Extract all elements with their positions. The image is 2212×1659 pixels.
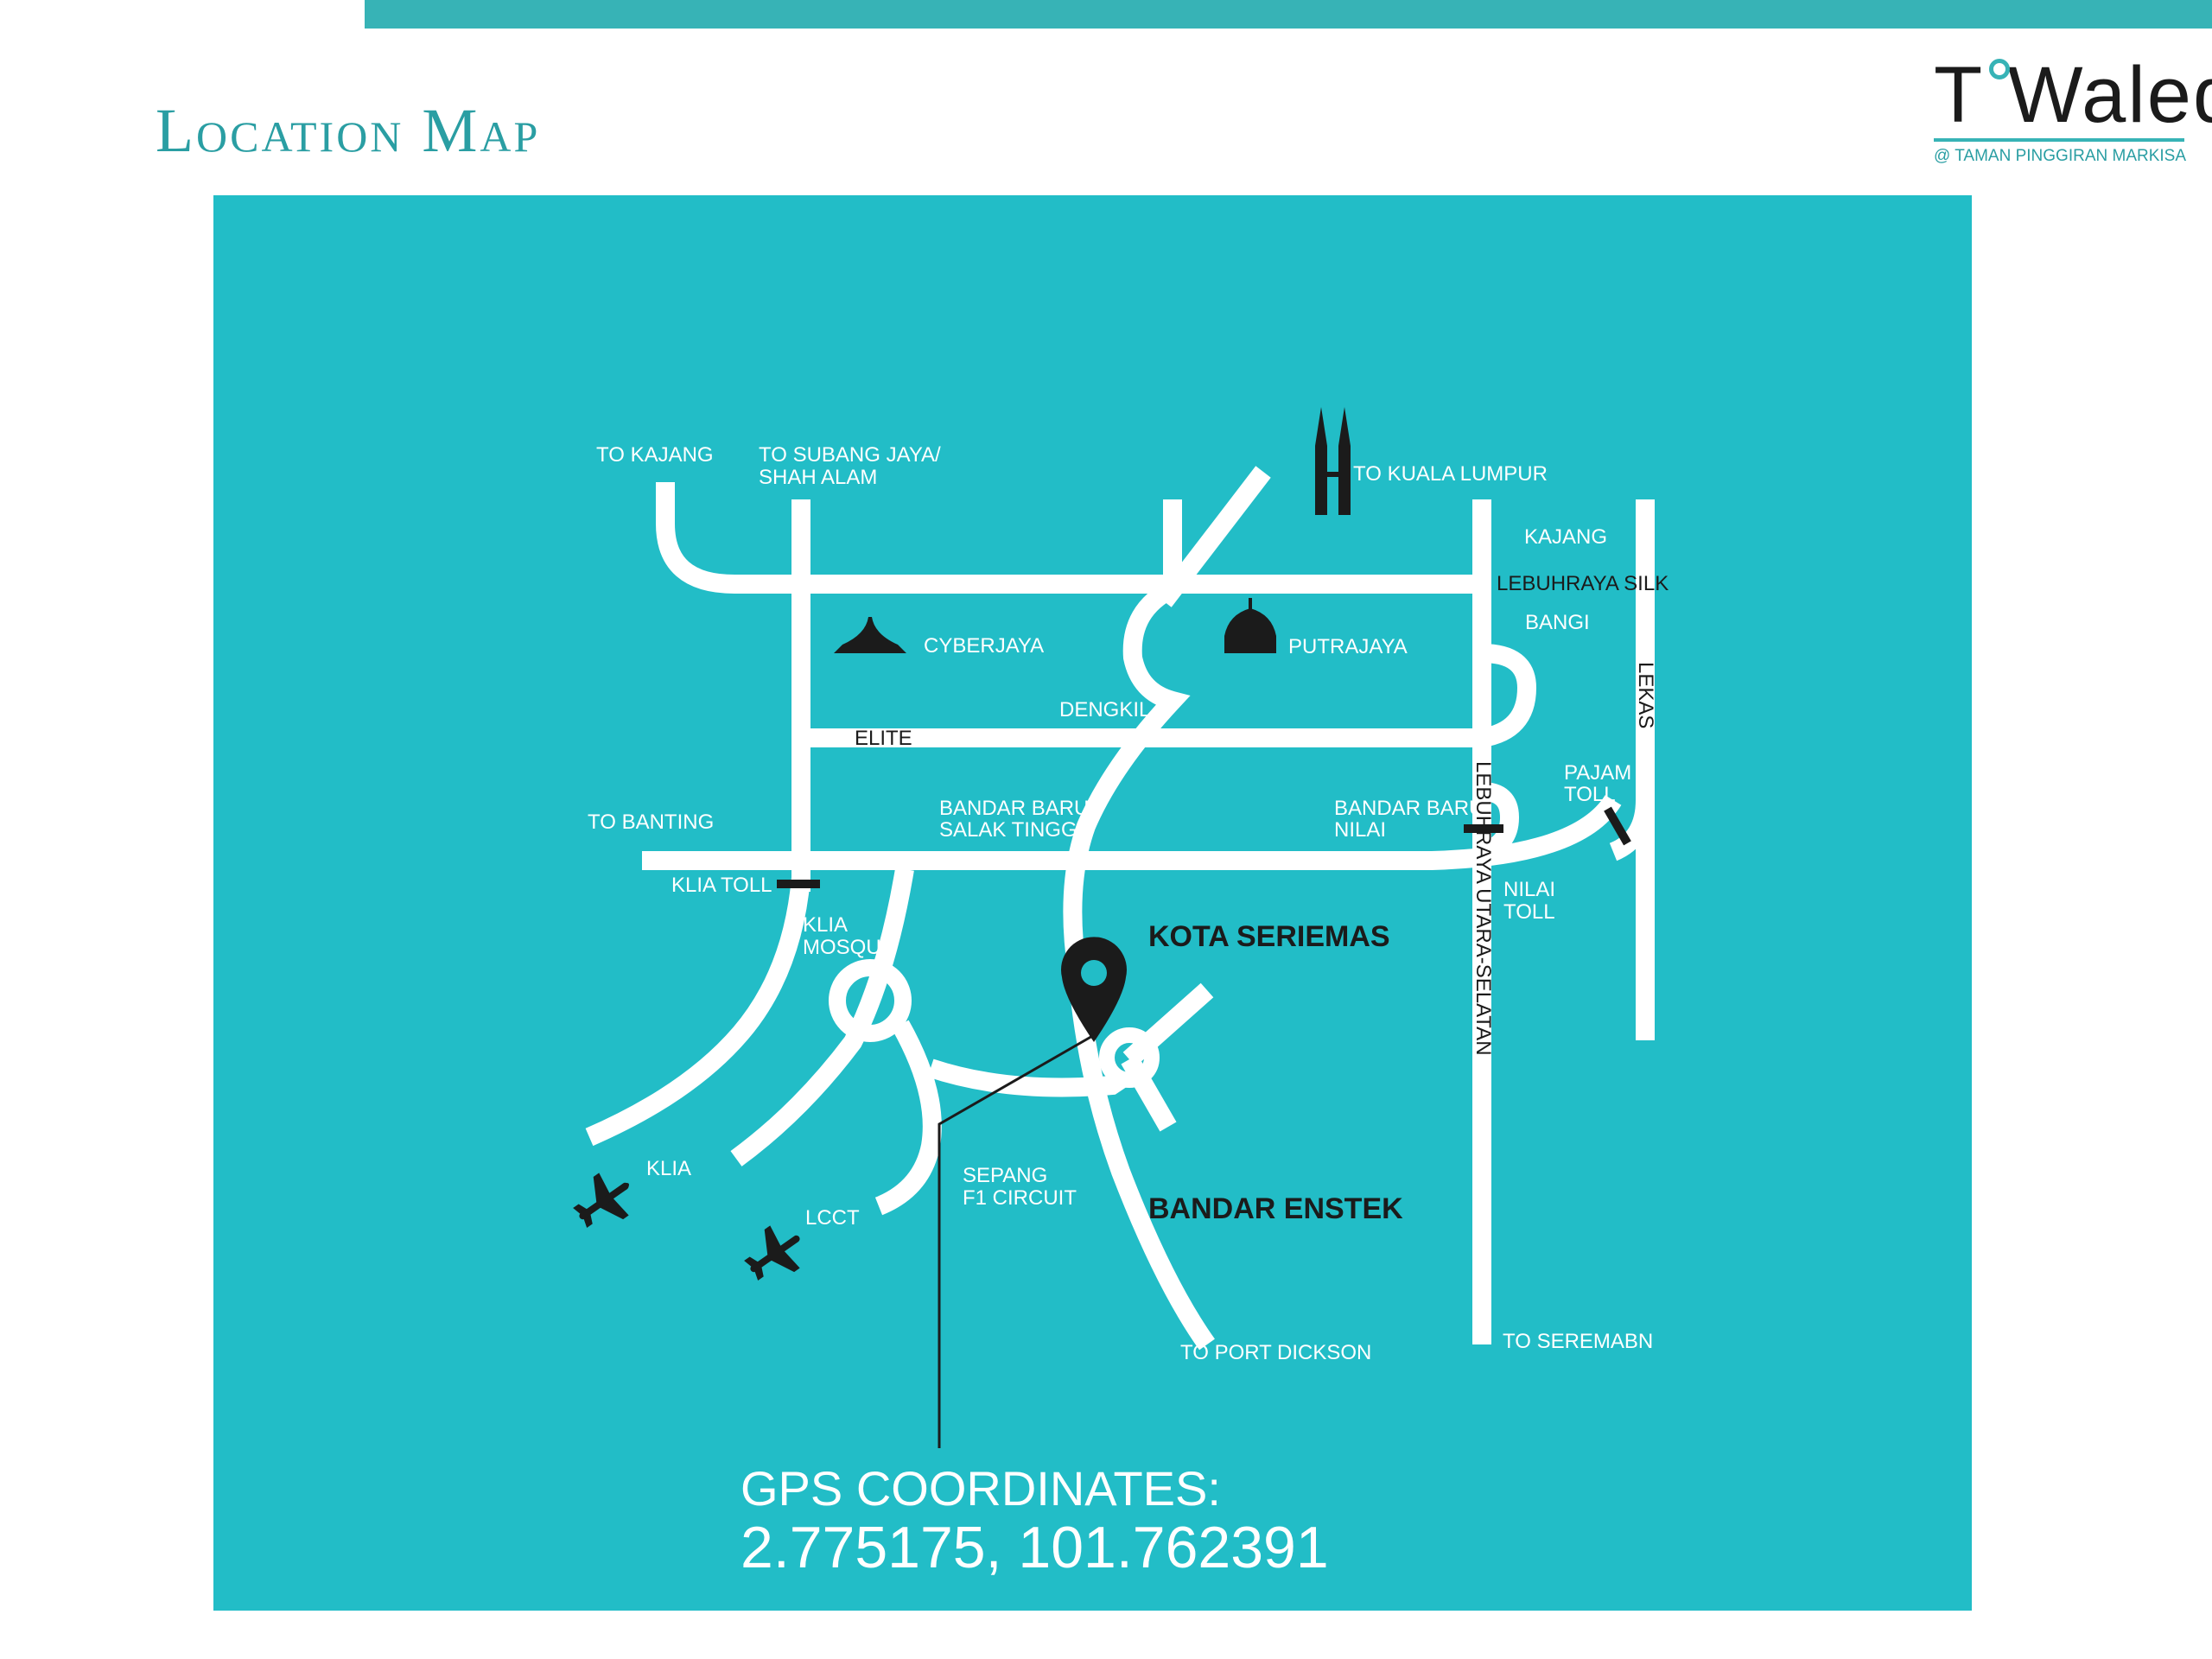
label-sepang-1: SEPANG bbox=[963, 1164, 1047, 1187]
label-cyberjaya: CYBERJAYA bbox=[924, 634, 1044, 658]
label-lebuhraya-utara-selatan: LEBUHRAYA UTARA-SELATAN bbox=[1471, 761, 1495, 1056]
road-map: TO KAJANG TO SUBANG JAYA/ SHAH ALAM TO K… bbox=[573, 407, 1669, 1448]
klia-toll-marker bbox=[777, 880, 820, 888]
plane-icon-klia bbox=[573, 1173, 629, 1228]
nilai-toll-marker bbox=[1464, 824, 1503, 833]
roundabout-enstek bbox=[1099, 1027, 1160, 1088]
label-putrajaya: PUTRAJAYA bbox=[1288, 635, 1408, 658]
label-klia: KLIA bbox=[646, 1157, 691, 1180]
gps-coordinates: 2.775175, 101.762391 bbox=[741, 1515, 1329, 1580]
label-bbst-1: BANDAR BARU bbox=[939, 797, 1089, 820]
label-lcct: LCCT bbox=[805, 1206, 860, 1230]
road-mosque-south bbox=[874, 1020, 942, 1216]
label-klia-mosque-1: KLIA bbox=[803, 913, 848, 937]
label-nilai-toll-1: NILAI bbox=[1503, 878, 1555, 901]
gps-title: GPS COORDINATES: bbox=[741, 1461, 1221, 1516]
road-lcct bbox=[730, 868, 914, 1166]
label-to-subang-2: SHAH ALAM bbox=[759, 466, 877, 489]
plane-icon-lcct bbox=[744, 1225, 800, 1281]
label-lekas: LEKAS bbox=[1634, 662, 1657, 728]
label-dengkil: DENGKIL bbox=[1059, 698, 1150, 721]
toll-markers bbox=[777, 806, 1631, 888]
label-klia-toll: KLIA TOLL bbox=[671, 874, 772, 897]
road-enstek-ne bbox=[1122, 982, 1214, 1067]
label-to-seremban: TO SEREMABN bbox=[1503, 1330, 1653, 1353]
label-lebuhraya-silk: LEBUHRAYA SILK bbox=[1497, 572, 1669, 595]
label-bbn-2: NILAI bbox=[1334, 818, 1386, 842]
label-bangi: BANGI bbox=[1525, 611, 1590, 634]
gps-callout-line bbox=[938, 1033, 1095, 1448]
label-sepang-2: F1 CIRCUIT bbox=[963, 1186, 1077, 1210]
label-bbst-2: SALAK TINGGI bbox=[939, 818, 1083, 842]
label-elite: ELITE bbox=[855, 727, 912, 750]
location-pin-icon bbox=[1061, 937, 1127, 1042]
label-klia-mosque-2: MOSQUE bbox=[803, 936, 895, 959]
label-bandar-enstek: BANDAR ENSTEK bbox=[1148, 1192, 1403, 1225]
road-bangi-loop bbox=[1479, 644, 1537, 747]
label-to-subang-1: TO SUBANG JAYA/ bbox=[759, 443, 941, 467]
page-title: Location Map bbox=[156, 96, 541, 165]
petronas-towers-icon bbox=[1315, 407, 1351, 515]
label-to-banting: TO BANTING bbox=[588, 810, 714, 834]
brand-logo: T Waled @ TAMAN PINGGIRAN MARKISA bbox=[1929, 55, 2212, 176]
logo-wordmark: T Waled bbox=[1934, 51, 2212, 139]
label-pajam-1: PAJAM bbox=[1564, 761, 1631, 785]
location-map: TO KAJANG TO SUBANG JAYA/ SHAH ALAM TO K… bbox=[213, 195, 1972, 1611]
road-silk-north bbox=[656, 482, 1482, 594]
label-to-kajang: TO KAJANG bbox=[596, 443, 714, 467]
label-pajam-2: TOLL bbox=[1564, 783, 1616, 806]
logo-tagline: @ TAMAN PINGGIRAN MARKISA bbox=[1934, 147, 2187, 165]
logo-underline bbox=[1934, 138, 2184, 142]
label-kota-seriemas: KOTA SERIEMAS bbox=[1148, 920, 1390, 953]
label-bbn-1: BANDAR BARU bbox=[1334, 797, 1484, 820]
label-nilai-toll-2: TOLL bbox=[1503, 900, 1555, 924]
landmark-icons bbox=[573, 407, 1351, 1281]
road-klia bbox=[585, 877, 810, 1147]
road-enstek-s bbox=[1121, 1054, 1177, 1132]
roundabout-klia-mosque bbox=[829, 959, 912, 1042]
label-kajang: KAJANG bbox=[1524, 525, 1607, 549]
road-lekas-lower bbox=[1609, 799, 1655, 861]
header-accent-bar bbox=[365, 0, 2212, 29]
road-nilai-loop bbox=[1478, 782, 1520, 861]
logo-degree-mark bbox=[1989, 59, 2010, 79]
label-to-kl: TO KUALA LUMPUR bbox=[1353, 462, 1548, 486]
label-to-port-dickson: TO PORT DICKSON bbox=[1180, 1341, 1371, 1364]
road-f1 bbox=[927, 1058, 1131, 1097]
putrajaya-icon bbox=[1224, 598, 1276, 653]
location-pin bbox=[1061, 937, 1127, 1042]
roads bbox=[585, 466, 1655, 1351]
pajam-toll-marker bbox=[1604, 806, 1631, 846]
road-salak bbox=[642, 794, 1622, 870]
cyberjaya-icon bbox=[834, 617, 906, 653]
map-labels: TO KAJANG TO SUBANG JAYA/ SHAH ALAM TO K… bbox=[588, 443, 1669, 1364]
